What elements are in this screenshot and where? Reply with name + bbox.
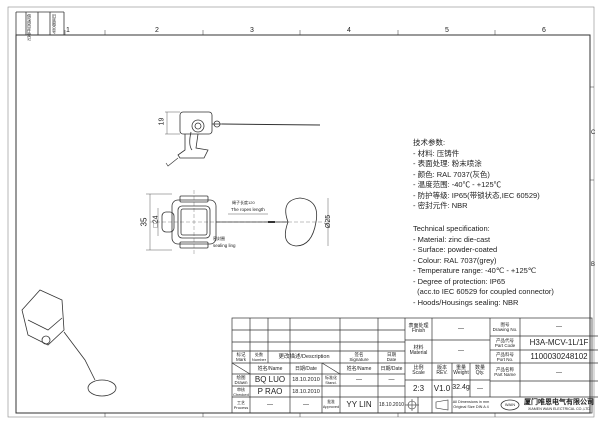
rev-value: V1.0	[433, 384, 451, 393]
process-label: 工艺 Process	[233, 400, 249, 410]
drawn-date: 18.10.2010	[292, 377, 320, 383]
finish-value: —	[458, 326, 464, 332]
spec-en-item: - Surface: powder-coated	[413, 245, 498, 254]
spec-en-item: (acc.to IEC 60529 for coupled connector)	[413, 287, 554, 296]
part-no-value: 1100030248102	[530, 352, 588, 361]
weight-label: 重量 Weight	[453, 365, 469, 376]
corner-label-1: 借(通)用件登记	[27, 14, 32, 41]
column-marker-1: 1	[66, 27, 70, 34]
spec-cn-item: - 防护等级: IP65(带锁状态,IEC 60529)	[413, 190, 540, 200]
material-label: 材料 Material	[409, 345, 428, 356]
process-name: —	[267, 402, 273, 408]
spec-cn: 技术参数: - 材料: 压铸件 - 表面处理: 粉末喷涂 - 颜色: RAL 7…	[413, 138, 540, 212]
approved-date: 18.10.2010	[378, 402, 405, 408]
sealing-ring-cn: 密封圈	[213, 236, 225, 241]
mark-header: 标记 Mark	[236, 352, 246, 362]
spec-en-item: - Material: zinc die-cast	[413, 234, 491, 244]
qty-label: 数量 Qty.	[474, 365, 485, 376]
date-column-header-2: 日期/Date	[380, 366, 403, 372]
qty-value: —	[477, 386, 483, 392]
logo-text: WAIN	[504, 402, 516, 407]
finish-label: 表面处理 Finish	[408, 323, 429, 334]
spec-en-title: Technical specification:	[413, 224, 490, 233]
drawn-name: BQ LUO	[254, 375, 286, 384]
company-name-cn: 厦门唯恩电气有限公司	[524, 399, 594, 406]
spec-cn-item: - 密封元件: NBR	[413, 201, 468, 210]
checked-label: 审核 Checked	[233, 387, 249, 397]
dimensions-note: All Dimensions in mm Original Size DIN A…	[452, 400, 490, 409]
drawn-label: 绘图 Drawn	[234, 375, 248, 385]
date-column-header: 日期/Date	[295, 366, 317, 372]
name-column-header: 姓名/Name	[257, 366, 283, 372]
approved-label: 批准 Approved	[322, 400, 340, 409]
date-header: 日期 Date	[386, 352, 397, 362]
spec-cn-item: - 颜色: RAL 7037(灰色)	[413, 169, 490, 179]
checked-date: 18.10.2010	[292, 389, 320, 395]
spec-cn-item: - 材料: 压铸件	[413, 148, 460, 158]
part-code-label: 产品代号 Part Code	[494, 338, 516, 348]
checked-name: P RAO	[257, 387, 283, 396]
part-code-value: H3A-MCV-1L/1F	[529, 338, 589, 347]
column-marker-4: 4	[347, 27, 351, 34]
stand-date: —	[388, 377, 395, 383]
sealing-ring-en: sealing ling	[213, 243, 236, 248]
dim-width: 35	[139, 217, 149, 227]
spec-en-item: - Temperature range: -40℃ - +125℃	[413, 266, 537, 275]
column-marker-6: 6	[542, 27, 546, 34]
rev-label: 版本 REV.	[436, 365, 448, 376]
company-logo	[500, 399, 520, 411]
part-no-label: 产品料号 Port No.	[496, 352, 514, 362]
company-name-en: XIAMEN WAIN ELECTRICAL CO.,LTD	[528, 407, 590, 411]
name-column-header-2: 姓名/Name	[346, 366, 372, 372]
top-view	[146, 190, 329, 254]
dim-square: □24	[152, 215, 160, 228]
process-date: —	[303, 402, 309, 408]
spec-cn-item: - 温度范围: -40℃ - +125℃	[413, 180, 502, 189]
spec-en: Technical specification: - Material: zin…	[413, 224, 554, 308]
spec-cn-title: 技术参数:	[413, 138, 446, 147]
column-marker-3: 3	[250, 27, 254, 34]
scale-value: 2:3	[412, 384, 425, 393]
number-header: 处数 Number	[251, 352, 267, 362]
spec-en-item: - Degree of protection: IP65	[413, 276, 506, 286]
row-marker-c: C	[591, 130, 596, 136]
weight-value: 32.4g	[452, 384, 470, 391]
projection-symbol	[405, 399, 449, 411]
rope-length-cn: 绳子长度120	[232, 200, 255, 205]
drawing-no-label: 图号 Drawing No.	[492, 322, 518, 332]
corner-label-2: 旧底图总号	[52, 14, 57, 34]
row-marker-b: B	[591, 262, 596, 268]
approved-name: YY LIN	[346, 400, 372, 409]
signature-header: 签名 Signature	[349, 352, 369, 362]
drawing-no-value: —	[556, 324, 562, 330]
column-marker-5: 5	[445, 27, 449, 34]
stand-name: —	[356, 377, 362, 383]
stand-label: 标准化 Stand.	[325, 375, 337, 385]
rope-length-en: The ropes length	[231, 207, 265, 212]
spec-en-item: - Hoods/Housings sealing: NBR	[413, 297, 519, 307]
isometric-view	[21, 289, 117, 397]
dim-ring-diameter: Ø25	[325, 214, 333, 229]
part-name-label: 产品名称 Part Name	[494, 367, 516, 377]
dim-height: 19	[158, 117, 166, 126]
material-value: —	[458, 348, 464, 354]
outer-border	[7, 6, 595, 418]
part-name-value: —	[556, 370, 562, 376]
title-block-grid	[231, 317, 598, 414]
description-header: 更改描述/Description	[278, 354, 330, 360]
scale-label: 比例 Scale	[412, 365, 425, 376]
column-marker-2: 2	[155, 27, 159, 34]
side-view	[165, 111, 321, 167]
spec-en-item: - Colour: RAL 7037(grey)	[413, 255, 497, 265]
spec-cn-item: - 表面处理: 粉末喷涂	[413, 159, 482, 168]
